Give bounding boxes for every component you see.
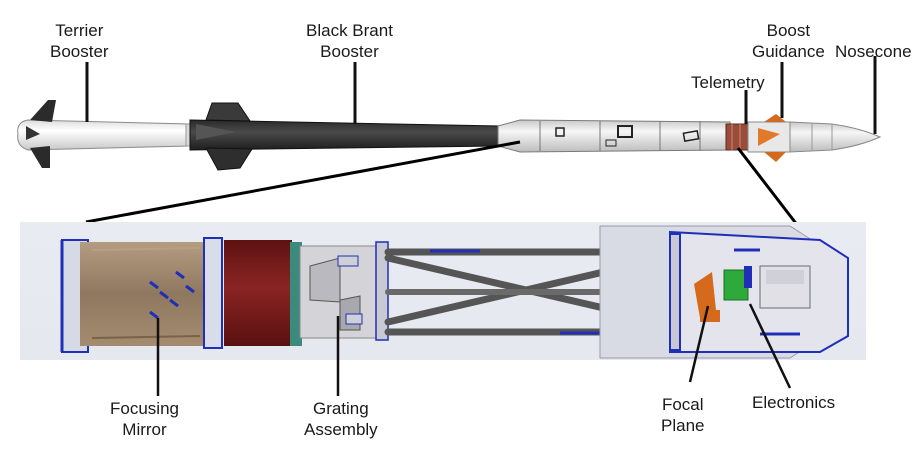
label-electronics: Electronics	[752, 393, 836, 412]
black-brant-booster-shape	[189, 102, 501, 171]
zoom-lines	[85, 140, 800, 227]
aft-housing-shape	[599, 225, 849, 359]
payload-section-shape	[497, 114, 882, 162]
focusing-mirror-shape	[60, 237, 302, 353]
payload-cutaway	[20, 222, 866, 360]
label-nosecone: Nosecone	[835, 42, 912, 61]
bottom-leader-lines	[156, 303, 792, 396]
top-leader-lines	[85, 56, 877, 134]
full-rocket	[17, 100, 882, 171]
label-telemetry: Telemetry	[691, 73, 765, 92]
grating-assembly-shape	[299, 241, 389, 341]
terrier-booster-shape	[17, 100, 203, 168]
